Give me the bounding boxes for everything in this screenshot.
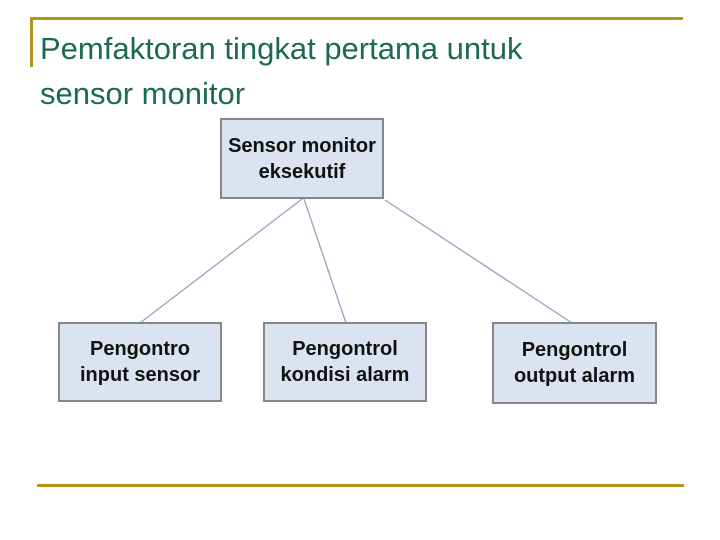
title-accent-line-left [30,17,33,67]
connector-executive-to-alarm-condition [303,198,347,324]
diagram-node-alarm-output: Pengontrol output alarm [492,322,657,404]
diagram-node-alarm-condition: Pengontrol kondisi alarm [263,322,427,402]
diagram-node-executive: Sensor monitor eksekutif [220,118,384,199]
connector-executive-to-alarm-output [384,199,573,324]
connector-executive-to-input-sensor [139,198,303,324]
diagram-node-input-sensor: Pengontro input sensor [58,322,222,402]
footer-accent-line [37,484,684,487]
slide-title: Pemfaktoran tingkat pertama untuk sensor… [40,31,523,111]
title-accent-line-top [30,17,683,20]
